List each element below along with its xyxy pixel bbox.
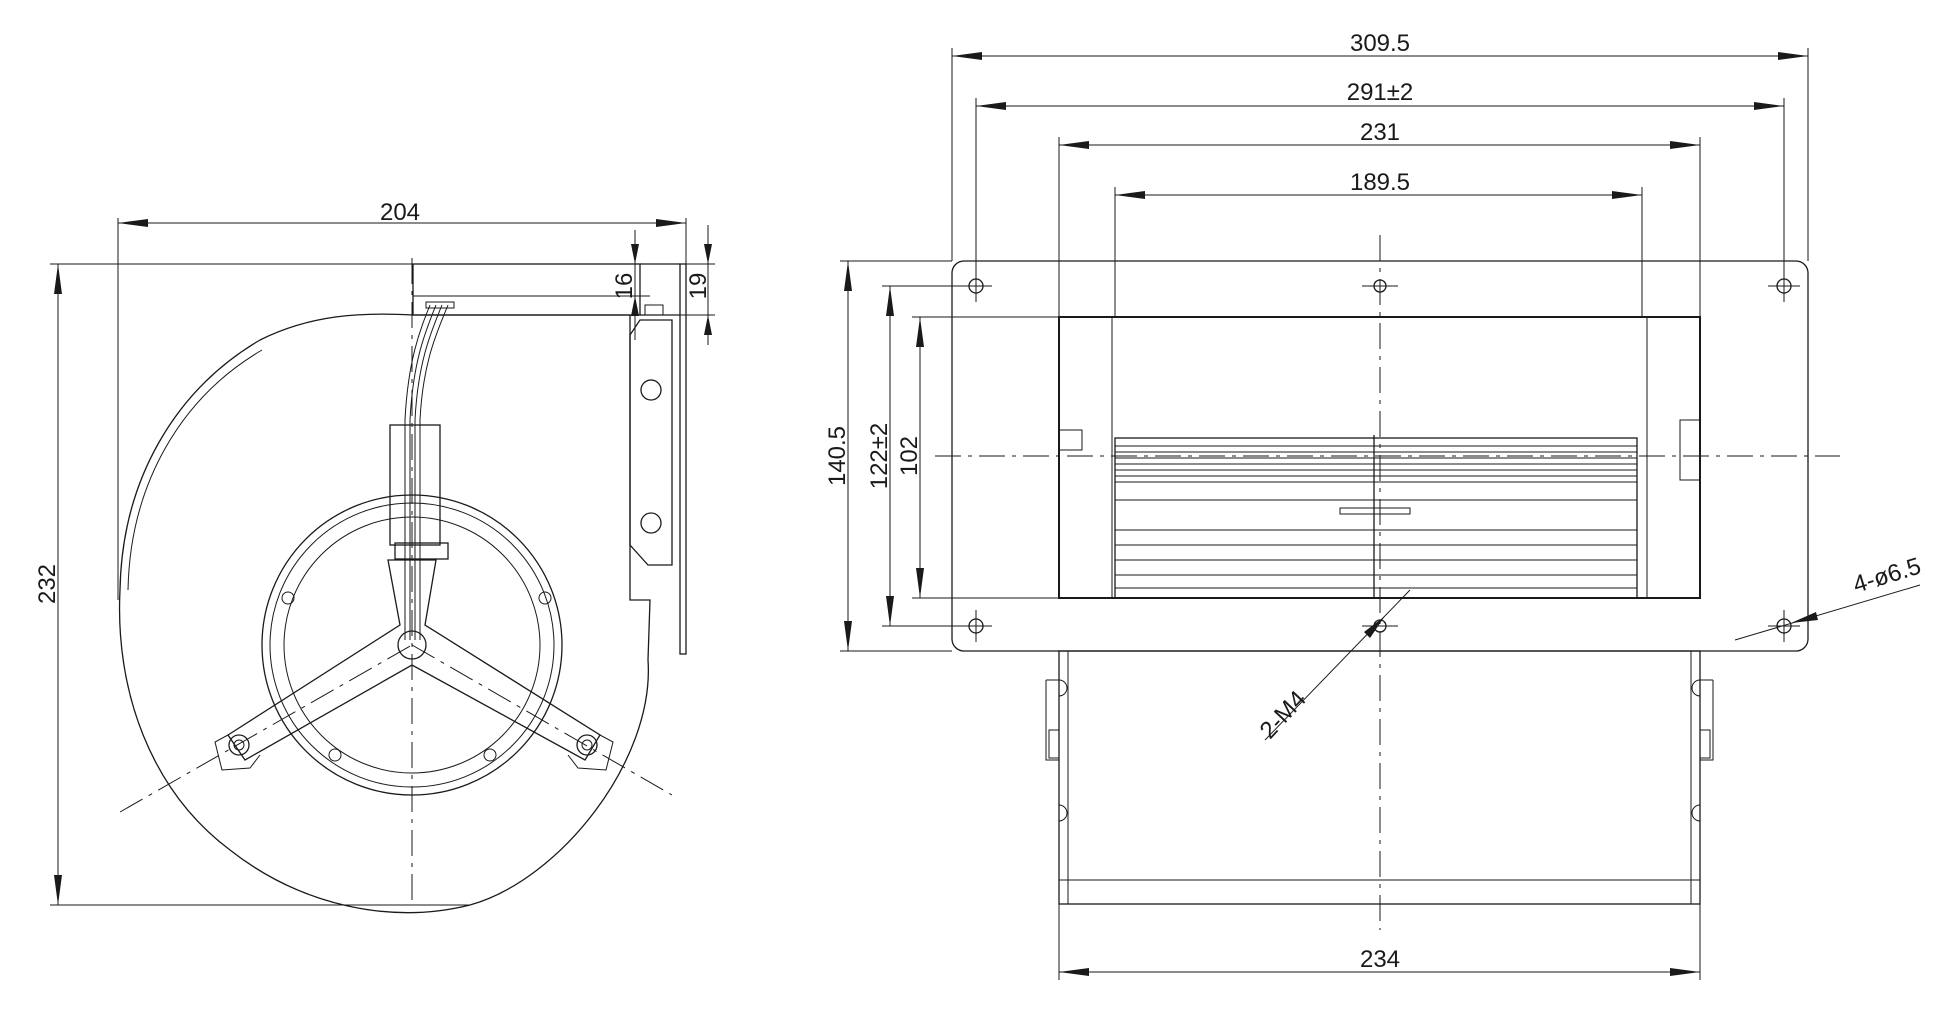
dim-flange: 16 [611,273,638,300]
dim-overall-width: 309.5 [1350,30,1410,57]
note-thread: 2-M4 [1255,686,1312,744]
note-mounting-holes: 4-ø6.5 [1850,553,1924,599]
volute-inner-edge [127,349,263,591]
dim-outlet-height: 102 [896,436,923,476]
impeller [1114,435,1638,599]
dim-impeller-width: 189.5 [1350,169,1410,196]
spider-screw-left [228,734,250,756]
dim-height: 232 [34,564,61,604]
mounting-bracket [629,319,673,566]
dim-hole-height: 122±2 [866,423,893,490]
dim-base-width: 234 [1360,946,1400,973]
dim-width: 204 [380,199,420,226]
dim-hole-spacing: 291±2 [1347,79,1414,106]
outlet-flange-right [679,263,687,655]
motor-spider-arms [227,559,601,761]
front-view: 309.5 291±2 231 189.5 140.5 [824,30,1924,980]
bracket-hole-upper [640,379,662,401]
outlet-flange-top [412,263,641,316]
dim-housing-width: 231 [1360,119,1400,146]
wire-harness [389,301,455,640]
volute-housing [118,313,651,914]
dim-overall-height: 140.5 [824,426,851,486]
dim-flange-total: 19 [685,273,712,300]
side-view: 204 232 16 19 [34,199,715,914]
spider-screw-right [576,734,598,756]
bracket-hole-lower [640,512,662,534]
